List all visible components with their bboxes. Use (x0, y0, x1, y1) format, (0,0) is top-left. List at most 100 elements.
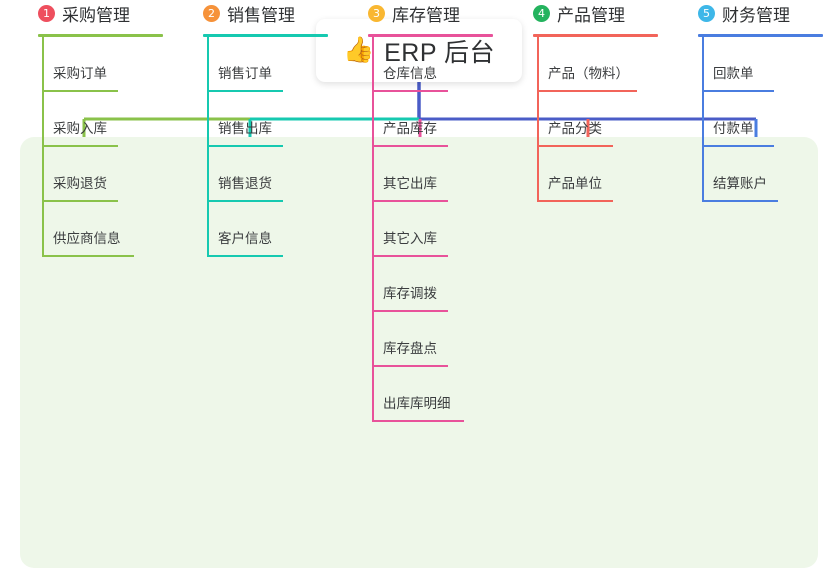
branch-header-rule-5 (698, 34, 823, 37)
branch-header-2[interactable]: 2 销售管理 (185, 0, 355, 26)
branch-item-label: 供应商信息 (53, 231, 121, 246)
root-node[interactable]: 👍 ERP 后台 (316, 19, 522, 82)
branch-item[interactable]: 回款单 (680, 37, 839, 92)
branch-item-label: 客户信息 (218, 231, 272, 246)
branch-item-label: 销售订单 (218, 66, 272, 81)
branch-item-rule (537, 90, 637, 92)
branch-item-label: 销售退货 (218, 176, 272, 191)
branch-header-rule-1 (38, 34, 163, 37)
branch-item[interactable]: 出库库明细 (350, 367, 520, 422)
branch-item-label: 回款单 (713, 66, 754, 81)
branch-item-label: 仓库信息 (383, 66, 437, 81)
branch-item-label: 结算账户 (713, 176, 767, 191)
branch-header-rule-3 (368, 34, 493, 37)
branch-item-rule (372, 145, 448, 147)
root-title: ERP 后台 (384, 38, 496, 67)
branch-spine-2 (207, 37, 209, 257)
branches-panel (20, 137, 818, 568)
branch-item-rule (42, 90, 118, 92)
branch-column-2: 2 销售管理销售订单销售出库销售退货客户信息 (185, 0, 355, 257)
branch-items-5: 回款单付款单结算账户 (680, 37, 839, 202)
branch-item[interactable]: 产品库存 (350, 92, 520, 147)
branch-item-rule (207, 90, 283, 92)
branch-badge-1: 1 (38, 4, 55, 22)
branch-item-rule (42, 200, 118, 202)
branch-item[interactable]: 库存调拨 (350, 257, 520, 312)
branch-badge-2: 2 (203, 4, 220, 22)
branch-title-4: 产品管理 (557, 5, 625, 25)
branch-item-rule (702, 90, 774, 92)
branch-item-rule (372, 310, 448, 312)
branch-item-rule (537, 200, 613, 202)
branch-items-4: 产品（物料） 产品分类产品单位 (515, 37, 685, 202)
branch-header-1[interactable]: 1 采购管理 (20, 0, 190, 26)
branch-item-rule (372, 420, 464, 422)
branch-header-3[interactable]: 3 库存管理 (350, 0, 520, 26)
branch-item-rule (537, 145, 613, 147)
branch-item-rule (372, 90, 448, 92)
branch-header-4[interactable]: 4 产品管理 (515, 0, 685, 26)
branch-spine-4 (537, 37, 539, 202)
branch-title-1: 采购管理 (62, 5, 130, 25)
branch-item[interactable]: 采购入库 (20, 92, 190, 147)
branch-item[interactable]: 供应商信息 (20, 202, 190, 257)
branch-item[interactable]: 结算账户 (680, 147, 839, 202)
branch-badge-3: 3 (368, 4, 385, 22)
branch-item-label: 采购订单 (53, 66, 107, 81)
branch-item[interactable]: 采购退货 (20, 147, 190, 202)
branch-item[interactable]: 销售订单 (185, 37, 355, 92)
branch-item-label: 付款单 (713, 121, 754, 136)
branch-spine-5 (702, 37, 704, 202)
branch-column-3: 3 库存管理仓库信息产品库存其它出库其它入库库存调拨库存盘点出库库明细 (350, 0, 520, 422)
branch-item-rule (372, 365, 448, 367)
branch-item[interactable]: 采购订单 (20, 37, 190, 92)
branch-title-5: 财务管理 (722, 5, 790, 25)
branch-item[interactable]: 产品分类 (515, 92, 685, 147)
branch-item-rule (207, 255, 283, 257)
branch-item[interactable]: 库存盘点 (350, 312, 520, 367)
branch-title-3: 库存管理 (392, 5, 460, 25)
branch-item[interactable]: 客户信息 (185, 202, 355, 257)
branch-item[interactable]: 产品单位 (515, 147, 685, 202)
branch-header-5[interactable]: 5 财务管理 (680, 0, 839, 26)
branch-item-label: 产品分类 (548, 121, 602, 136)
branch-item-rule (702, 200, 778, 202)
branch-item[interactable]: 其它出库 (350, 147, 520, 202)
branch-item-label: 销售出库 (218, 121, 272, 136)
branch-item-label: 采购入库 (53, 121, 107, 136)
branch-item[interactable]: 付款单 (680, 92, 839, 147)
branch-item-rule (207, 145, 283, 147)
branch-item[interactable]: 其它入库 (350, 202, 520, 257)
branch-items-1: 采购订单采购入库采购退货供应商信息 (20, 37, 190, 257)
branch-item-label: 产品库存 (383, 121, 437, 136)
branch-item-label: 出库库明细 (383, 396, 451, 411)
branch-column-1: 1 采购管理采购订单采购入库采购退货供应商信息 (20, 0, 190, 257)
branch-item-rule (42, 145, 118, 147)
branch-item-rule (372, 255, 448, 257)
branch-item-label: 产品（物料） (548, 66, 629, 81)
branch-item-label: 其它入库 (383, 231, 437, 246)
branch-badge-4: 4 (533, 4, 550, 22)
branch-item[interactable]: 销售出库 (185, 92, 355, 147)
branch-item-rule (207, 200, 283, 202)
branch-item[interactable]: 产品（物料） (515, 37, 685, 92)
branch-item[interactable]: 销售退货 (185, 147, 355, 202)
branch-items-3: 仓库信息产品库存其它出库其它入库库存调拨库存盘点出库库明细 (350, 37, 520, 422)
branch-header-rule-4 (533, 34, 658, 37)
branch-item-label: 库存盘点 (383, 341, 437, 356)
branch-column-4: 4 产品管理产品（物料） 产品分类产品单位 (515, 0, 685, 202)
branch-spine-1 (42, 37, 44, 257)
thumbs-up-icon: 👍 (342, 36, 375, 64)
branch-item-label: 产品单位 (548, 176, 602, 191)
branch-item[interactable]: 仓库信息 (350, 37, 520, 92)
branch-badge-5: 5 (698, 4, 715, 22)
branch-item-label: 库存调拨 (383, 286, 437, 301)
branch-title-2: 销售管理 (227, 5, 295, 25)
branch-item-label: 采购退货 (53, 176, 107, 191)
branch-item-rule (372, 200, 448, 202)
branch-item-label: 其它出库 (383, 176, 437, 191)
branch-items-2: 销售订单销售出库销售退货客户信息 (185, 37, 355, 257)
branch-spine-3 (372, 37, 374, 422)
branch-item-rule (42, 255, 134, 257)
